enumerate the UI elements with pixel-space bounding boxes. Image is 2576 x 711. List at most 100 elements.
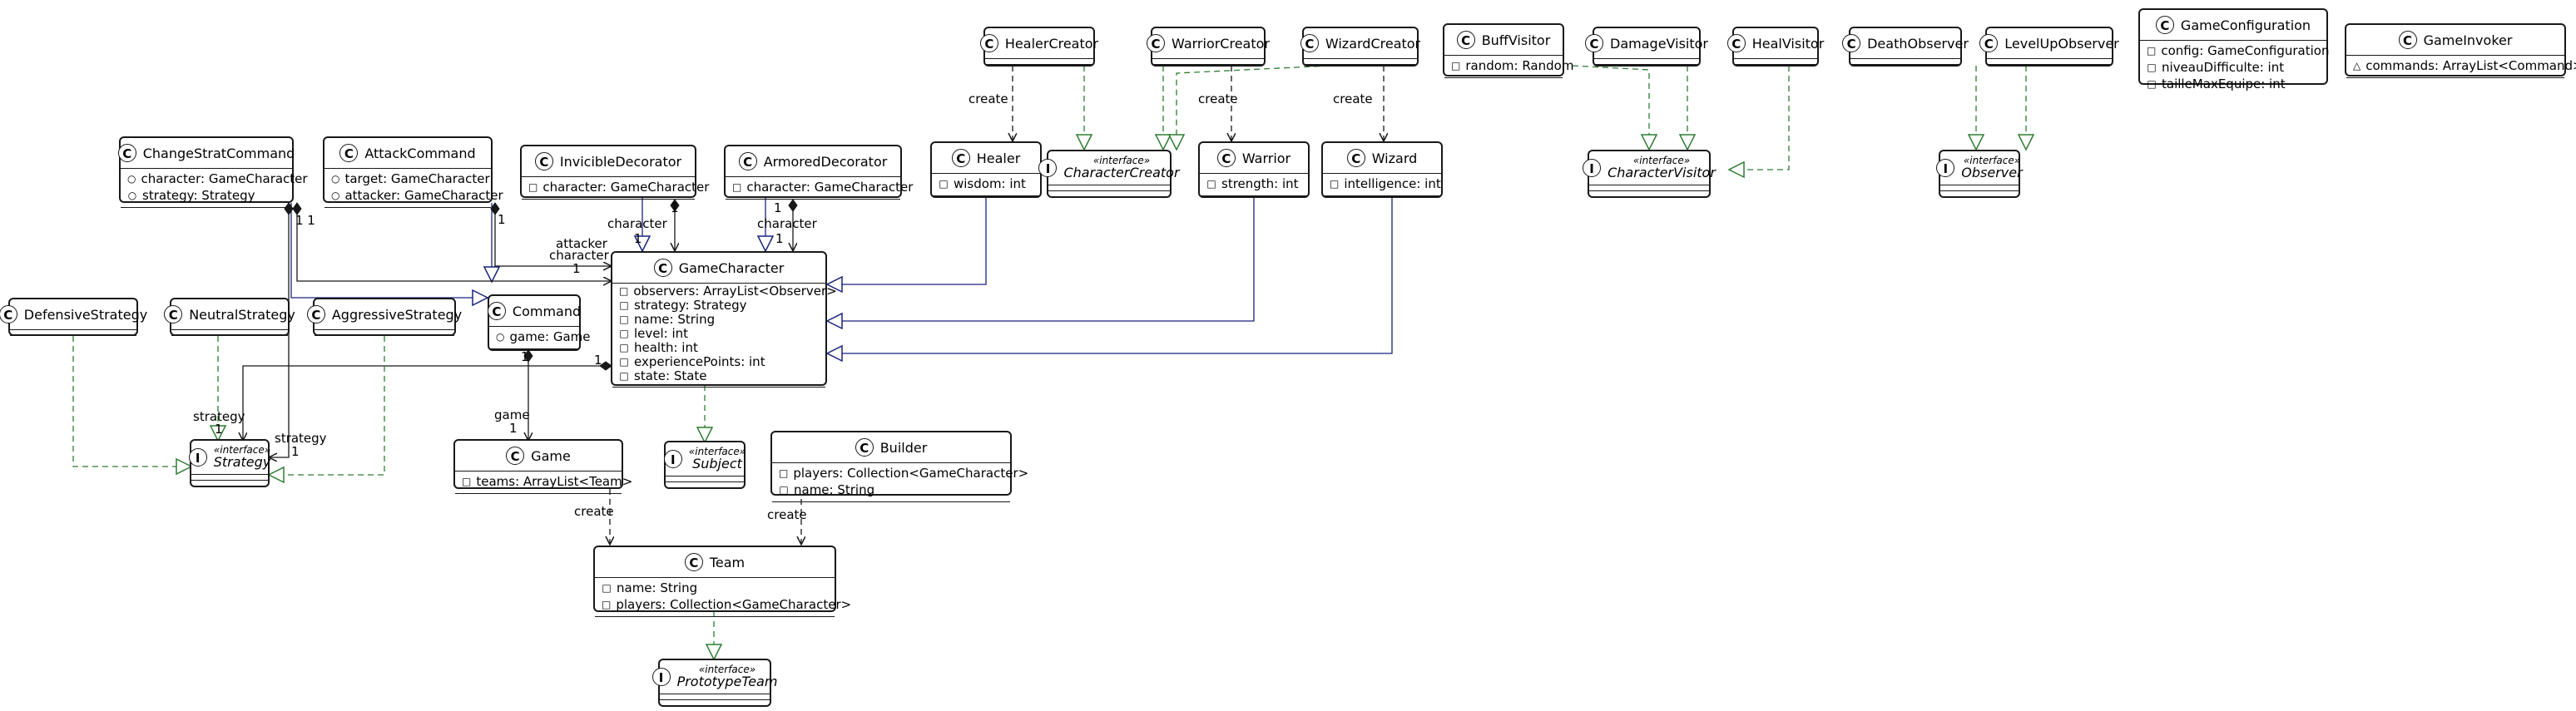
interface-character-creator[interactable]: I«interface»CharacterCreator: [1038, 150, 1180, 198]
interface-character-visitor[interactable]: I«interface»CharacterVisitor: [1583, 150, 1716, 198]
class-name: DeathObserver: [1867, 35, 1969, 52]
interface-name: CharacterCreator: [1063, 164, 1180, 180]
class-icon: C: [684, 553, 703, 571]
private-icon: □: [779, 484, 789, 496]
class-icon: C: [738, 152, 757, 170]
label-one-invincible-end: 1: [634, 231, 642, 246]
field: target: GameCharacter: [344, 171, 490, 186]
class-name: LevelUpObserver: [2004, 35, 2119, 52]
field: players: Collection<GameCharacter>: [616, 597, 852, 612]
interface-icon: I: [651, 668, 671, 686]
class-name: ChangeStratCommand: [142, 145, 295, 161]
interface-icon: I: [1583, 159, 1602, 177]
field: teams: ArrayList<Team>: [476, 474, 633, 489]
public-icon: ○: [496, 331, 505, 343]
stereotype: «interface»: [1963, 155, 2021, 167]
class-name: GameConfiguration: [2180, 17, 2311, 33]
private-icon: □: [528, 181, 538, 193]
private-icon: □: [1206, 178, 1216, 190]
class-icon: C: [1979, 34, 1999, 52]
private-icon: □: [2147, 45, 2157, 57]
field: strength: int: [1221, 176, 1299, 191]
stereotype: «interface»: [698, 664, 756, 676]
field: tailleMaxEquipe: int: [2162, 77, 2286, 91]
field: intelligence: int: [1344, 176, 1441, 191]
class-icon: C: [534, 152, 553, 170]
class-death-observer[interactable]: C DeathObserver: [1842, 27, 1969, 67]
class-icon: C: [1585, 34, 1604, 52]
class-icon: C: [1842, 34, 1861, 52]
class-aggressive-strategy[interactable]: C AggressiveStrategy: [306, 298, 462, 336]
stereotype: «interface»: [213, 444, 271, 457]
field: name: String: [634, 312, 716, 327]
interface-prototype-team[interactable]: I«interface»PrototypeTeam: [651, 659, 777, 707]
label-one-gamecharacter-strategy: 1: [594, 353, 602, 368]
private-icon: □: [619, 314, 629, 325]
field: health: int: [634, 340, 698, 355]
class-icon: C: [2155, 16, 2174, 34]
class-icon: C: [855, 438, 874, 457]
public-icon: ○: [331, 173, 340, 185]
class-icon: C: [506, 447, 525, 465]
field: strategy: Strategy: [142, 188, 255, 203]
edge-wizardcreator-realizes: [1177, 65, 1330, 150]
class-icon: C: [117, 144, 136, 162]
edge-aggressive-realizes: [269, 336, 385, 475]
class-levelup-observer[interactable]: C LevelUpObserver: [1979, 27, 2119, 67]
label-one-one-changestrat: 1 1: [295, 213, 315, 228]
field: niveauDifficulte: int: [2162, 60, 2285, 75]
interface-observer[interactable]: I«interface»Observer: [1936, 150, 2023, 198]
private-icon: □: [2147, 78, 2157, 90]
edge-gamecharacter-strategy: [243, 366, 612, 441]
class-icon: C: [653, 259, 672, 277]
label-one-command-source: 1: [521, 349, 529, 364]
private-icon: □: [619, 370, 629, 382]
edge-changestratcommand-strategy: [269, 203, 289, 457]
label-character-attack: character: [549, 248, 609, 263]
field: state: State: [634, 368, 707, 383]
interface-name: Strategy: [213, 453, 271, 470]
interface-strategy[interactable]: I«interface»Strategy: [188, 439, 271, 487]
class-name: AggressiveStrategy: [331, 306, 463, 323]
field: level: int: [634, 326, 689, 341]
label-create-builder-team: create: [767, 507, 807, 522]
private-icon: □: [619, 285, 629, 297]
label-one-armored: 1: [774, 200, 782, 215]
class-name: BuffVisitor: [1481, 32, 1551, 48]
interface-subject[interactable]: I«interface»Subject: [663, 441, 746, 489]
private-icon: □: [2147, 62, 2157, 73]
class-damage-visitor[interactable]: C DamageVisitor: [1585, 27, 1708, 67]
class-name: Game: [531, 447, 571, 464]
class-icon: C: [951, 149, 970, 167]
field: character: GameCharacter: [746, 180, 914, 195]
class-name: Team: [709, 554, 746, 570]
class-icon: C: [306, 305, 325, 323]
label-create-wizard: create: [1333, 91, 1373, 106]
class-name: DamageVisitor: [1610, 35, 1708, 52]
label-attacker: attacker: [556, 236, 607, 251]
field: random: Random: [1465, 58, 1574, 73]
class-name: WizardCreator: [1325, 35, 1421, 52]
